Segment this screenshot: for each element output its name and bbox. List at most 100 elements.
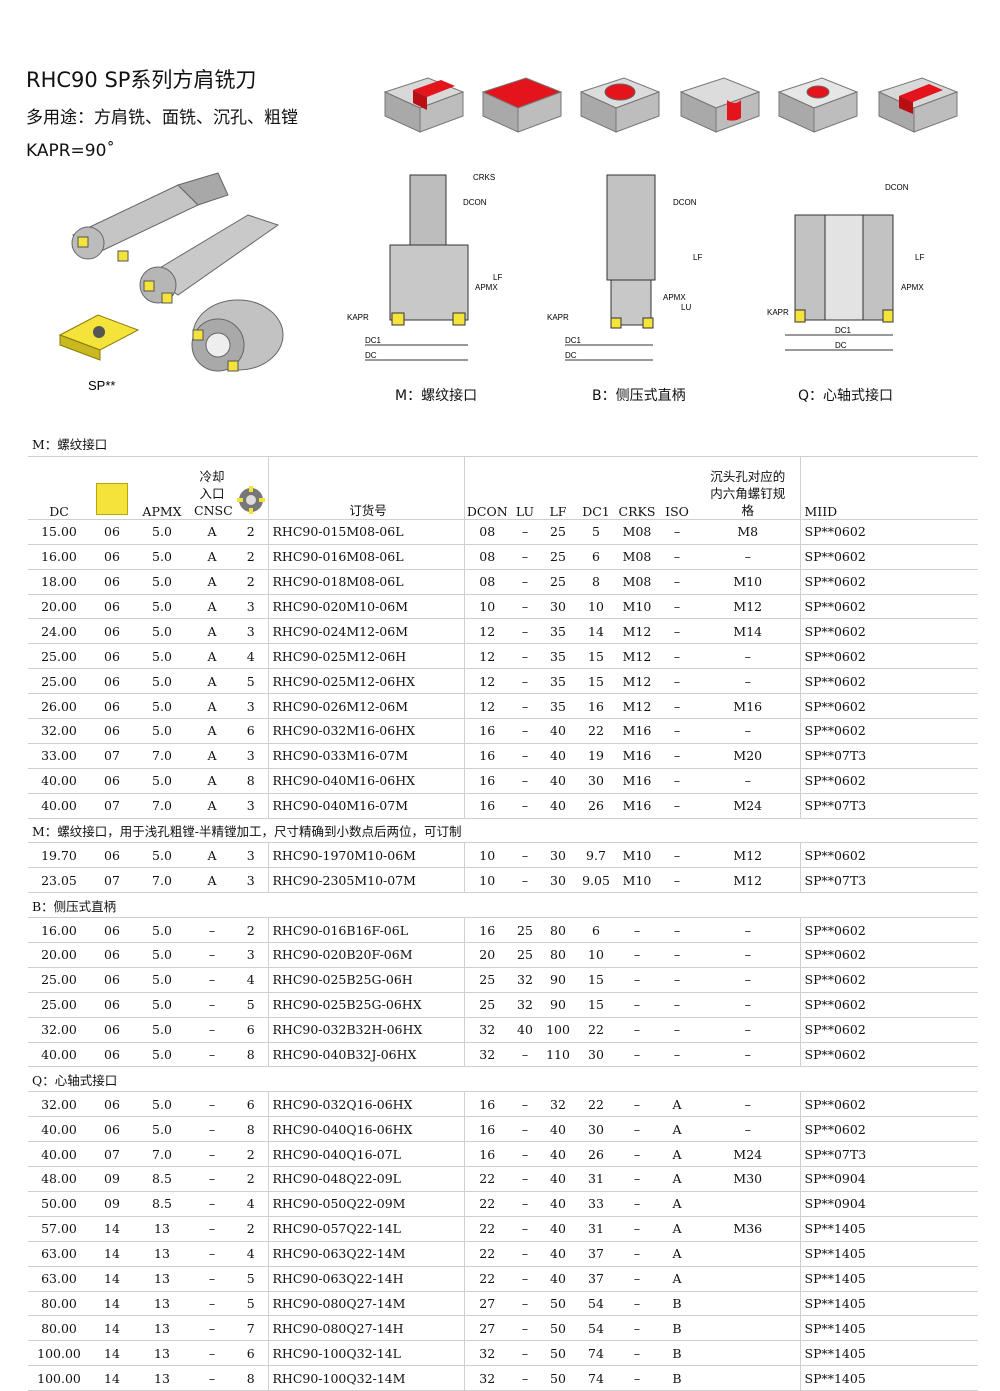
table-cell: SP**1405 [799,1365,978,1391]
table-cell: 10 [576,594,616,620]
table-cell: – [510,842,540,869]
caption-m: M：螺纹接口 [395,388,478,404]
table-cell: A [658,1241,696,1267]
table-cell: 5.0 [134,668,190,695]
table-cell: A [658,1116,696,1143]
svg-text:KAPR: KAPR [767,308,789,317]
table-cell: 16 [464,917,510,944]
column-header: DC1 [576,456,616,520]
table-cell: 06 [90,1116,134,1143]
table-cell: 33 [576,1191,616,1217]
table-cell: 13 [134,1340,190,1367]
table-cell: 5.0 [134,1017,190,1043]
table-cell: M10 [616,867,658,894]
table-cell: 35 [540,643,576,670]
table-cell: SP**1405 [799,1241,978,1267]
table-cell: – [190,1266,234,1292]
table-cell: 8 [234,1365,268,1391]
table-cell: 16.00 [28,917,90,944]
caption-b: B：侧压式直柄 [592,388,686,404]
table-cell: M12 [616,668,658,695]
table-cell: 14 [90,1365,134,1391]
table-cell: – [510,1116,540,1143]
table-cell: M12 [616,643,658,670]
table-cell: RHC90-032Q16-06HX [267,1091,465,1118]
table-cell: M16 [616,718,658,744]
table-cell: SP**1405 [799,1291,978,1317]
column-header: DCON [463,456,510,520]
table-cell: 5.0 [134,1042,190,1068]
table-cell: M20 [696,743,800,769]
table-cell: 20.00 [28,942,90,968]
table-cell: – [616,967,658,993]
table-cell: 30 [576,1116,616,1143]
table-cell: – [658,544,696,570]
table-cell: – [510,594,540,620]
table-cell: 10 [576,942,616,968]
table-cell: – [658,618,696,645]
table-cell: 25.00 [28,967,90,993]
table-cell: SP**0602 [799,992,978,1018]
table-cell: M12 [696,867,800,894]
svg-text:DC1: DC1 [365,336,382,345]
table-cell: 4 [234,643,268,670]
table-cell: 100 [540,1017,576,1043]
table-cell: 23.05 [28,867,90,894]
table-cell: 32 [464,1365,510,1391]
table-cell: M12 [616,693,658,720]
column-header: LF [540,456,576,520]
table-cell: 07 [90,867,134,894]
table-cell: – [190,1291,234,1317]
column-header: 沉头孔对应的内六角螺钉规格 [696,456,801,520]
table-cell: – [510,618,540,645]
tool-images: SP** [58,172,284,393]
table-cell: 08 [464,569,510,595]
table-cell: 25 [464,992,510,1018]
table-cell: SP**0602 [799,643,978,670]
table-cell: RHC90-026M12-06M [267,693,465,720]
table-cell: B [658,1291,696,1317]
table-cell: 2 [234,569,268,595]
table-cell: 32.00 [28,718,90,744]
svg-text:DC: DC [835,341,847,350]
table-cell: – [658,569,696,595]
table-cell: – [510,768,540,794]
table-cell: 40.00 [28,1042,90,1068]
table-cell: A [190,693,234,720]
table-cell: SP**0602 [799,544,978,570]
table-cell: 22 [464,1216,510,1242]
table-cell: SP**0904 [799,1166,978,1192]
table-cell: SP**1405 [799,1266,978,1292]
table-cell: 14 [90,1266,134,1292]
table-cell: RHC90-016M08-06L [267,544,465,570]
table-cell: 06 [90,693,134,720]
table-cell: 09 [90,1191,134,1217]
svg-text:DC: DC [565,351,577,360]
table-cell: 5.0 [134,1116,190,1143]
table-cell: 06 [90,1017,134,1043]
table-cell: 80.00 [28,1315,90,1342]
table-cell: RHC90-018M08-06L [267,569,465,595]
table-cell: 06 [90,1091,134,1118]
table-cell: 14 [90,1315,134,1342]
table-cell: A [190,594,234,620]
table-cell: – [696,1017,800,1043]
column-header: APMX [134,456,190,520]
table-cell: 32.00 [28,1091,90,1118]
table-cell: 80 [540,942,576,968]
table-cell: 37 [576,1266,616,1292]
table-cell: 8 [234,768,268,794]
table-cell: 30 [576,1042,616,1068]
column-header [90,456,134,520]
